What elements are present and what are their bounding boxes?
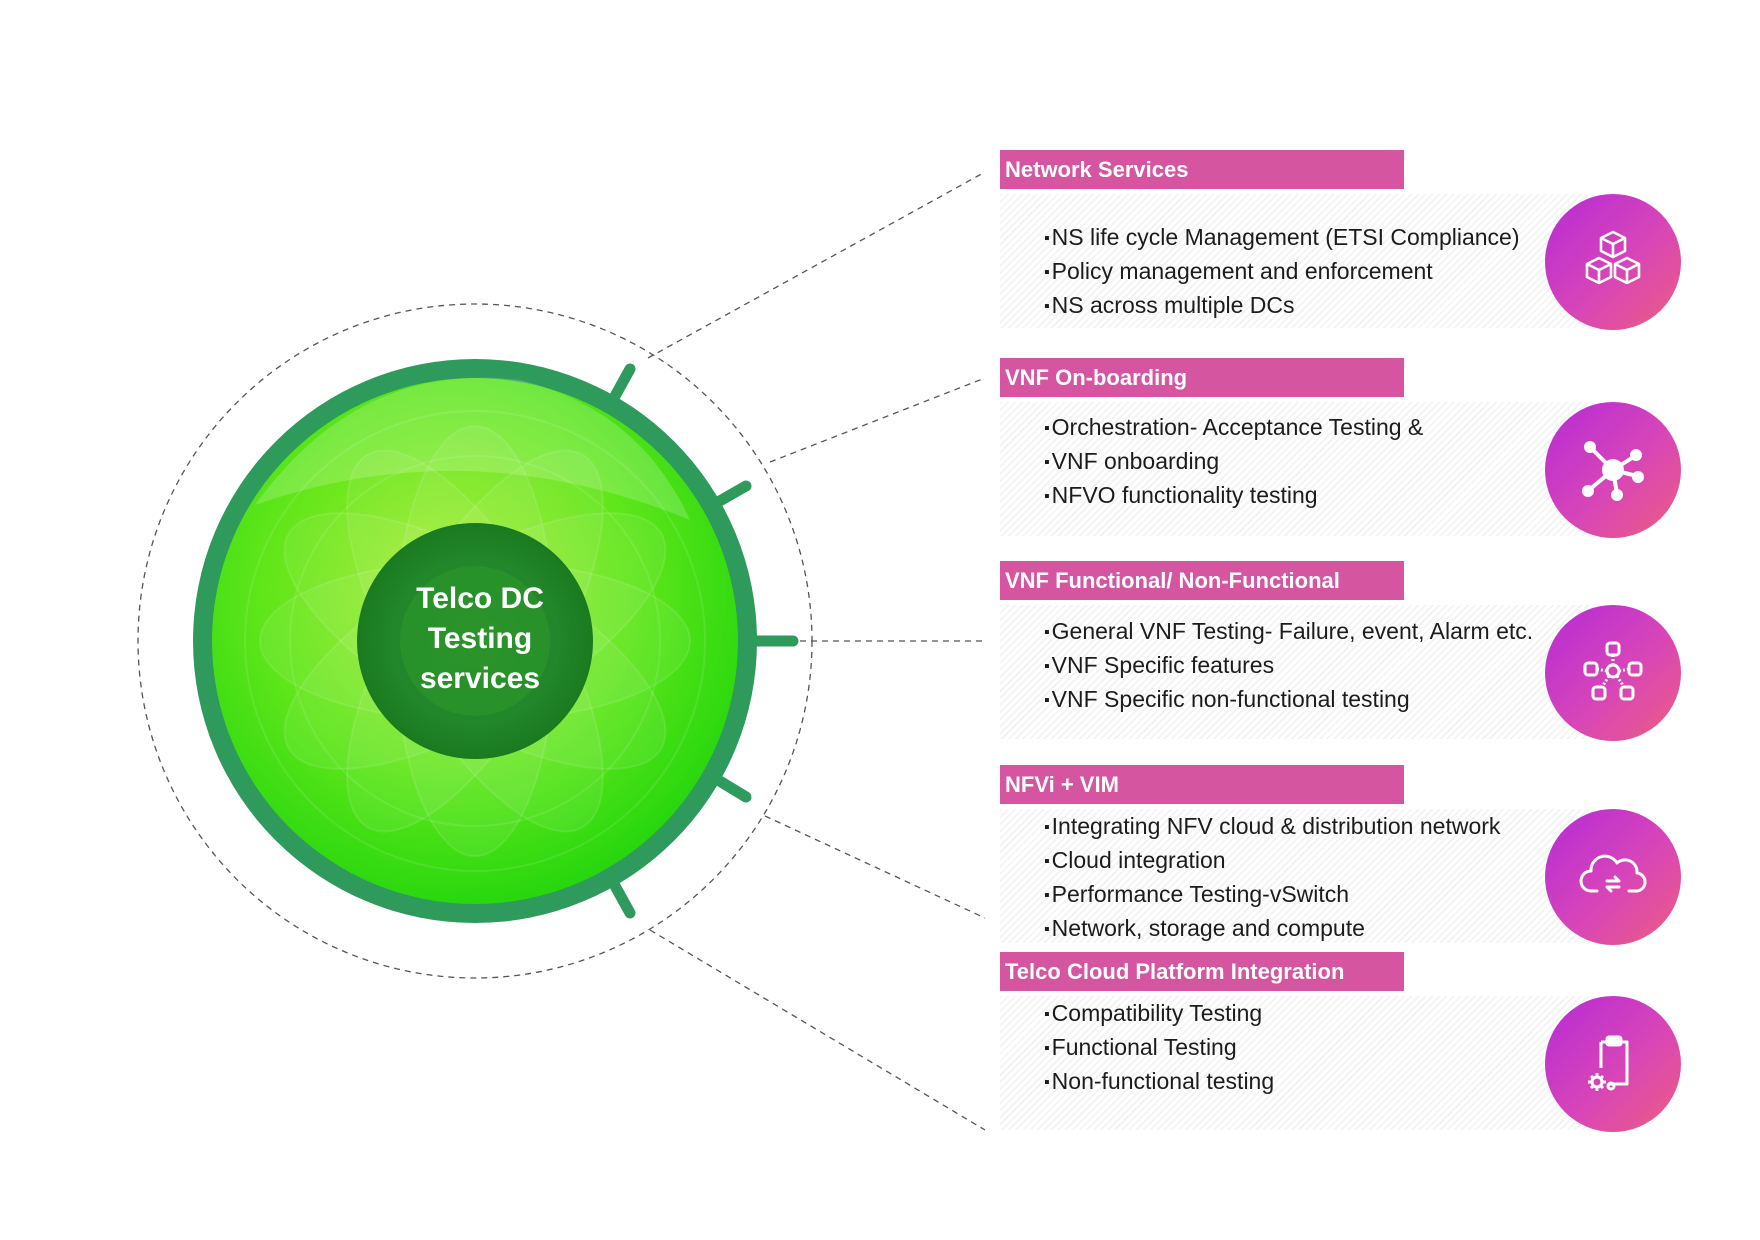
section-header: VNF Functional/ Non-Functional [1000, 561, 1404, 600]
tick-1 [608, 363, 636, 404]
list-item: NFVO functionality testing [1044, 480, 1423, 514]
tick-2 [712, 480, 752, 508]
section-card: Orchestration- Acceptance Testing & VNF … [1000, 402, 1594, 536]
cloud-transfer-icon [1545, 809, 1681, 945]
section-card: Integrating NFV cloud & distribution net… [1000, 809, 1594, 943]
node-cluster-icon [1545, 605, 1681, 741]
section-card: NS life cycle Management (ETSI Complianc… [1000, 194, 1594, 328]
section-header: VNF On-boarding [1000, 358, 1404, 397]
connector-lines [647, 171, 986, 1131]
list-item: Network, storage and compute [1044, 913, 1500, 947]
center-title: Telco DC Testing services [416, 582, 544, 695]
center-title-line-2: Testing [428, 622, 532, 655]
section-header: Telco Cloud Platform Integration [1000, 952, 1404, 991]
list-item: Performance Testing-vSwitch [1044, 879, 1500, 913]
list-item: NS across multiple DCs [1044, 290, 1520, 324]
connector-nfvi-vim [764, 815, 986, 919]
section-header: Network Services [1000, 150, 1404, 189]
outer-dashed-orbit [137, 303, 813, 979]
section-item-list: Compatibility Testing Functional Testing… [1044, 998, 1274, 1100]
ring-tick-marks [608, 363, 799, 919]
list-item: General VNF Testing- Failure, event, Ala… [1044, 616, 1534, 650]
hub-network-icon [1545, 402, 1681, 538]
list-item: Compatibility Testing [1044, 998, 1274, 1032]
list-item: VNF Specific features [1044, 650, 1533, 684]
list-item: NS life cycle Management (ETSI Complianc… [1044, 222, 1520, 256]
clipboard-gear-icon [1545, 996, 1681, 1132]
list-item: Policy management and enforcement [1044, 256, 1520, 290]
center-title-line-3: services [420, 662, 540, 695]
section-item-list: Orchestration- Acceptance Testing & VNF … [1044, 412, 1424, 514]
section-card: Compatibility Testing Functional Testing… [1000, 996, 1594, 1130]
list-item: Cloud integration [1044, 845, 1500, 879]
inner-core-glow [400, 566, 550, 716]
connector-network-services [647, 171, 986, 359]
list-item: Functional Testing [1044, 1032, 1274, 1066]
tick-4 [712, 774, 752, 803]
cubes-icon [1545, 194, 1681, 330]
section-item-list: Integrating NFV cloud & distribution net… [1044, 811, 1501, 947]
section-header: NFVi + VIM [1000, 765, 1404, 804]
section-item-list: General VNF Testing- Failure, event, Ala… [1044, 616, 1534, 718]
connector-vnf-onboarding [769, 377, 986, 463]
tick-5 [608, 878, 636, 919]
section-item-list: NS life cycle Management (ETSI Complianc… [1044, 222, 1520, 324]
sphere-highlight [255, 377, 690, 520]
list-item: Orchestration- Acceptance Testing & [1044, 412, 1424, 446]
list-item: Integrating NFV cloud & distribution net… [1044, 811, 1501, 845]
list-item: VNF Specific non-functional testing [1044, 684, 1533, 718]
list-item: Non-functional testing [1044, 1066, 1274, 1100]
center-title-line-1: Telco DC [416, 582, 544, 615]
connector-telco-cloud [649, 929, 986, 1131]
list-item: VNF onboarding [1044, 446, 1423, 480]
section-card: General VNF Testing- Failure, event, Ala… [1000, 605, 1594, 739]
